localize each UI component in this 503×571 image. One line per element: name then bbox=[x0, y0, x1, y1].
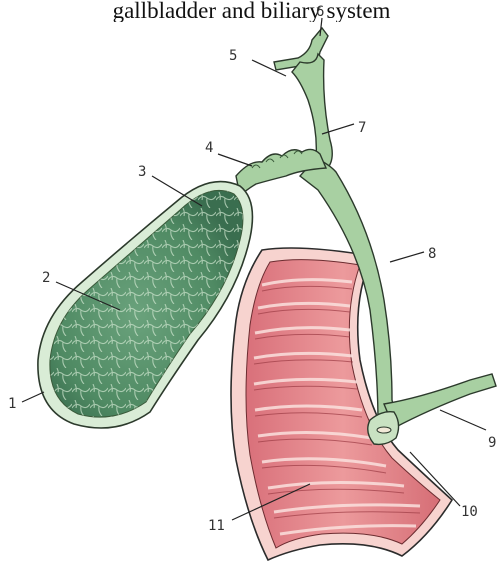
label-8: 8 bbox=[428, 246, 436, 262]
gallbladder bbox=[38, 182, 253, 428]
label-4: 4 bbox=[205, 140, 213, 156]
label-3: 3 bbox=[138, 164, 146, 180]
label-10: 10 bbox=[461, 504, 478, 520]
label-9: 9 bbox=[488, 435, 496, 451]
label-1: 1 bbox=[8, 396, 16, 412]
label-7: 7 bbox=[358, 120, 366, 136]
label-11: 11 bbox=[208, 518, 225, 534]
label-2: 2 bbox=[42, 270, 50, 286]
label-5: 5 bbox=[229, 48, 237, 64]
label-6: 6 bbox=[316, 4, 324, 20]
